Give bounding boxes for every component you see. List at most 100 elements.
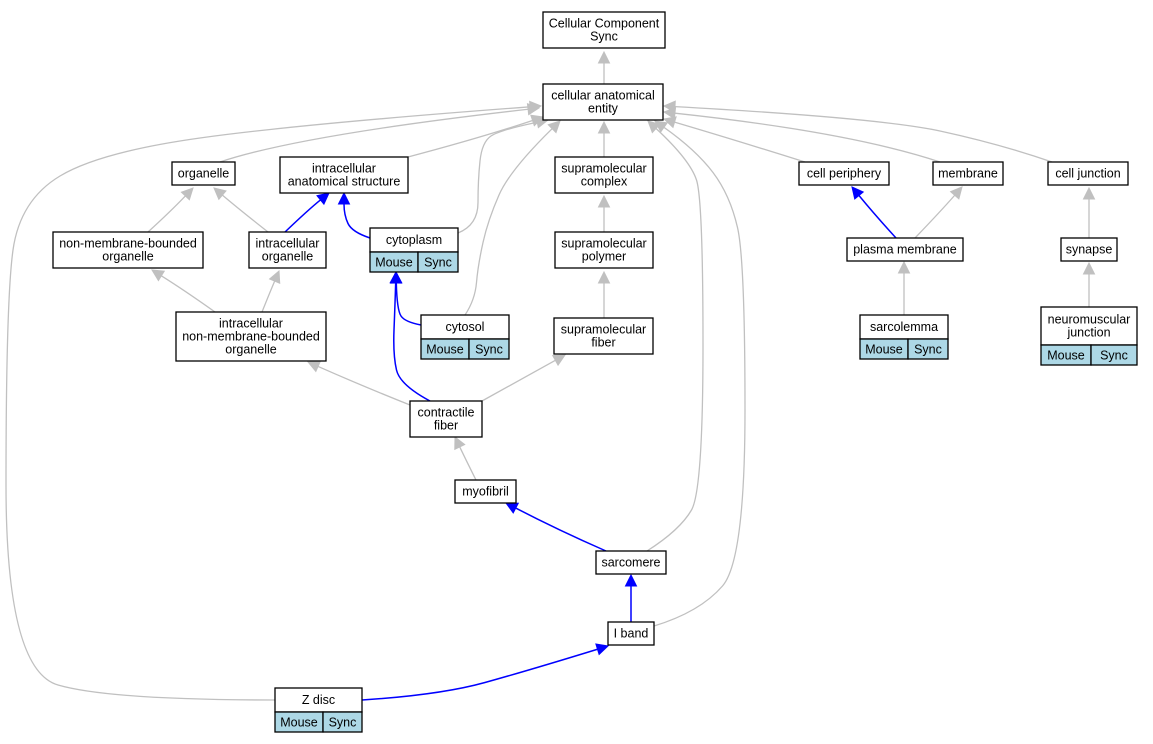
node-box [248,231,327,269]
edges-layer [5,50,1096,701]
arrow-head-icon [551,354,566,367]
node-label: polymer [582,250,626,264]
edge-line [674,112,941,163]
arrow-head-icon [662,116,677,129]
edge-cae-to-cc_sync [597,50,611,84]
arrow-head-icon [316,192,330,206]
arrow-head-icon [897,260,911,274]
edge-line [646,128,704,552]
edge-line [219,108,529,163]
node-box [175,311,327,362]
edge-cellperiphery-to-cae [662,116,806,163]
edge-smcomplex-to-cae [597,120,611,157]
node-label: neuromuscular [1048,313,1131,327]
node-inmbo[interactable]: intracellularnon-membrane-boundedorganel… [175,311,327,362]
arrow-head-icon [654,120,669,133]
node-box [409,400,483,438]
edge-line [858,195,897,239]
badge-label: Mouse [865,343,903,357]
edge-line [393,282,431,402]
badge-label: Mouse [375,256,413,270]
arrow-head-icon [1082,261,1096,275]
badge-sync [1090,344,1138,366]
edge-smfiber-to-smpolymer [597,270,611,318]
node-box [279,156,409,194]
node-box [420,314,510,340]
edge-iband-to-cae [653,120,746,627]
edge-zdisc-to-cae [5,100,543,701]
edge-plasmamembrane-to-cellperiphery [851,186,897,239]
edge-cytoplasm-to-cae [457,116,550,234]
node-box [932,161,1004,186]
edge-line [464,128,553,316]
node-label: cell periphery [807,167,882,181]
node-label: complex [581,175,628,189]
node-box [171,161,236,186]
edge-celljunction-to-cae [662,100,1053,163]
node-celljunction[interactable]: cell junction [1047,161,1129,186]
node-label: contractile [418,406,475,420]
node-label: cellular anatomical [551,89,655,103]
edge-line [914,194,956,239]
node-myofibril[interactable]: myofibril [454,479,517,504]
arrow-head-icon [624,573,638,587]
node-label: myofibril [462,485,509,499]
edge-line [147,195,186,233]
node-box [846,237,964,262]
edge-line [515,507,607,552]
node-synapse[interactable]: synapse [1060,237,1118,262]
node-membrane[interactable]: membrane [932,161,1004,186]
node-box [369,227,459,253]
edge-cytosol-to-cae [464,120,561,316]
node-sarcomere[interactable]: sarcomere [595,550,667,575]
arrow-head-icon [389,270,402,284]
node-box [607,621,655,646]
badge-label: Sync [914,343,942,357]
node-iband[interactable]: I band [607,621,655,646]
node-organelle[interactable]: organelle [171,161,236,186]
node-plasmamembrane[interactable]: plasma membrane [846,237,964,262]
arrow-head-icon [595,643,610,656]
node-label: Cellular Component [549,17,660,31]
node-label: organelle [262,250,313,264]
arrow-head-icon [851,186,865,200]
edge-synapse-to-celljunction [1082,186,1096,238]
edge-line [481,359,556,402]
node-label: fiber [591,336,615,350]
arrow-head-icon [454,435,466,451]
node-label: supramolecular [561,323,646,337]
edge-inmbo-to-io [261,269,281,313]
arrow-head-icon [597,270,611,284]
node-label: I band [614,627,649,641]
edge-line [674,121,806,163]
edge-sarcomere-to-cae [646,120,704,552]
node-box [554,231,654,269]
node-label: anatomical structure [288,175,401,189]
arrow-head-icon [337,191,351,205]
node-cellperiphery[interactable]: cell periphery [798,161,890,186]
arrow-head-icon [949,186,963,200]
edge-sarcolemma-to-plasmamembrane [897,260,911,315]
badge-label: Mouse [280,716,318,730]
arrow-head-icon [597,50,611,64]
arrow-head-icon [180,187,194,201]
node-box [859,314,949,340]
node-box [595,550,667,575]
node-box [454,479,517,504]
